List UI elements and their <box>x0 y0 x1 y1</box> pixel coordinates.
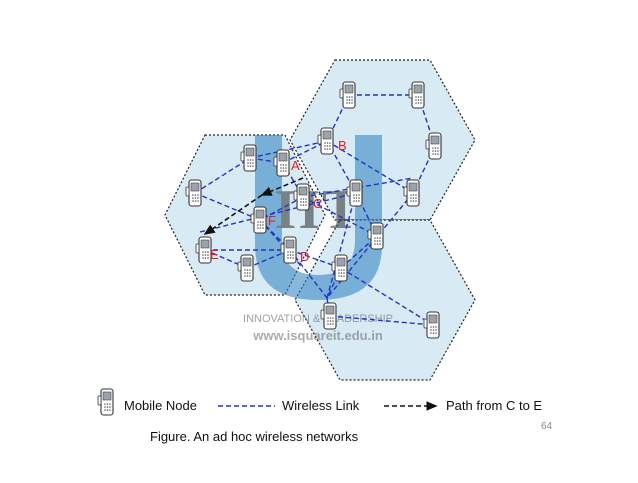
path-segment <box>260 177 304 196</box>
wireless-link <box>340 267 434 326</box>
wireless-link <box>199 192 357 233</box>
wireless-link <box>302 177 414 198</box>
cell-bottom <box>294 219 476 381</box>
wireless-link <box>194 157 251 194</box>
legend: Mobile Node Wireless Link Path from C to… <box>97 388 542 416</box>
wireless-link <box>249 140 328 159</box>
cell-top <box>289 59 476 221</box>
watermark-logo-shape <box>255 135 382 300</box>
wireless-link <box>326 267 342 299</box>
wireless-link <box>194 192 261 221</box>
node-label-b: B <box>338 138 347 153</box>
legend-path-label: Path from C to E <box>446 398 542 413</box>
wireless-link <box>259 196 304 221</box>
node-label-d: D <box>300 249 309 264</box>
node-label-f: F <box>268 213 276 228</box>
legend-wireless-link-label: Wireless Link <box>282 398 360 413</box>
wireless-link <box>326 192 357 299</box>
watermark-tagline: INNOVATION & LEADERSHIP <box>243 313 393 325</box>
node-labels: A B C F E D <box>210 138 347 264</box>
wireless-link <box>329 315 434 326</box>
path-c-to-e <box>203 177 304 235</box>
wireless-link <box>289 249 342 269</box>
figure-caption: Figure. An ad hoc wireless networks <box>150 429 359 444</box>
watermark-url: www.isquareit.edu.in <box>252 328 383 343</box>
page-number: 64 <box>541 421 553 432</box>
node-label-c: C <box>313 196 322 211</box>
legend-mobile-node-icon <box>97 388 114 416</box>
wireless-link <box>282 140 328 164</box>
node-label-a: A <box>291 158 300 173</box>
path-segment <box>203 194 263 235</box>
wireless-link <box>302 196 378 237</box>
node-label-e: E <box>210 247 219 262</box>
wireless-link <box>326 140 414 194</box>
legend-mobile-node-label: Mobile Node <box>124 398 197 413</box>
